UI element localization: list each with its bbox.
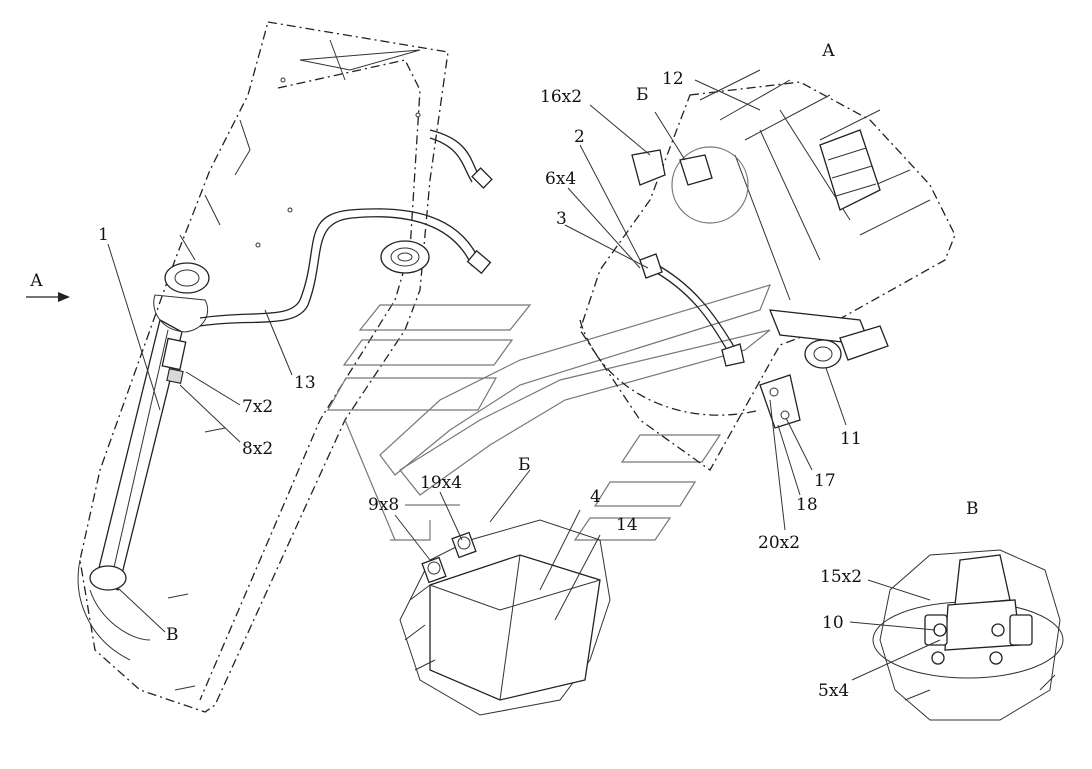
view-label-b-center: Б [518, 455, 531, 475]
part-label-13: 13 [294, 373, 316, 393]
part-label-19x4: 19x4 [420, 473, 462, 493]
part-label-12: 12 [662, 69, 684, 89]
view-label-b-top: Б [636, 85, 649, 105]
labels: А А Б Б В В 1 7x2 8x2 13 16x2 12 2 6x4 3… [30, 41, 979, 701]
leader-lines [107, 79, 941, 681]
part-label-10: 10 [822, 613, 844, 633]
part-label-20x2: 20x2 [758, 533, 800, 553]
part-label-4: 4 [590, 487, 601, 507]
part-label-17: 17 [814, 471, 836, 491]
part-label-15x2: 15x2 [820, 567, 862, 587]
part-label-11: 11 [840, 429, 862, 449]
view-label-v-boom: В [166, 625, 179, 645]
view-label-v: В [966, 499, 979, 519]
view-a-assembly [579, 69, 956, 471]
part-label-9x8: 9x8 [368, 495, 399, 515]
part-label-5x4: 5x4 [818, 681, 849, 701]
view-label-a-arrow: А [30, 271, 43, 291]
part-label-7x2: 7x2 [242, 397, 273, 417]
part-label-14: 14 [616, 515, 638, 535]
part-label-16x2: 16x2 [540, 87, 582, 107]
part-label-3: 3 [556, 209, 567, 229]
part-label-1: 1 [98, 225, 109, 245]
part-label-2: 2 [574, 127, 585, 147]
view-label-a: А [822, 41, 835, 61]
view-a-arrow [26, 292, 70, 302]
detail-b-assembly [399, 519, 611, 716]
part-label-18: 18 [796, 495, 818, 515]
view-v-assembly [872, 549, 1064, 721]
leader-outline-boxes [326, 284, 772, 541]
part-label-6x4: 6x4 [545, 169, 576, 189]
part-label-8x2: 8x2 [242, 439, 273, 459]
